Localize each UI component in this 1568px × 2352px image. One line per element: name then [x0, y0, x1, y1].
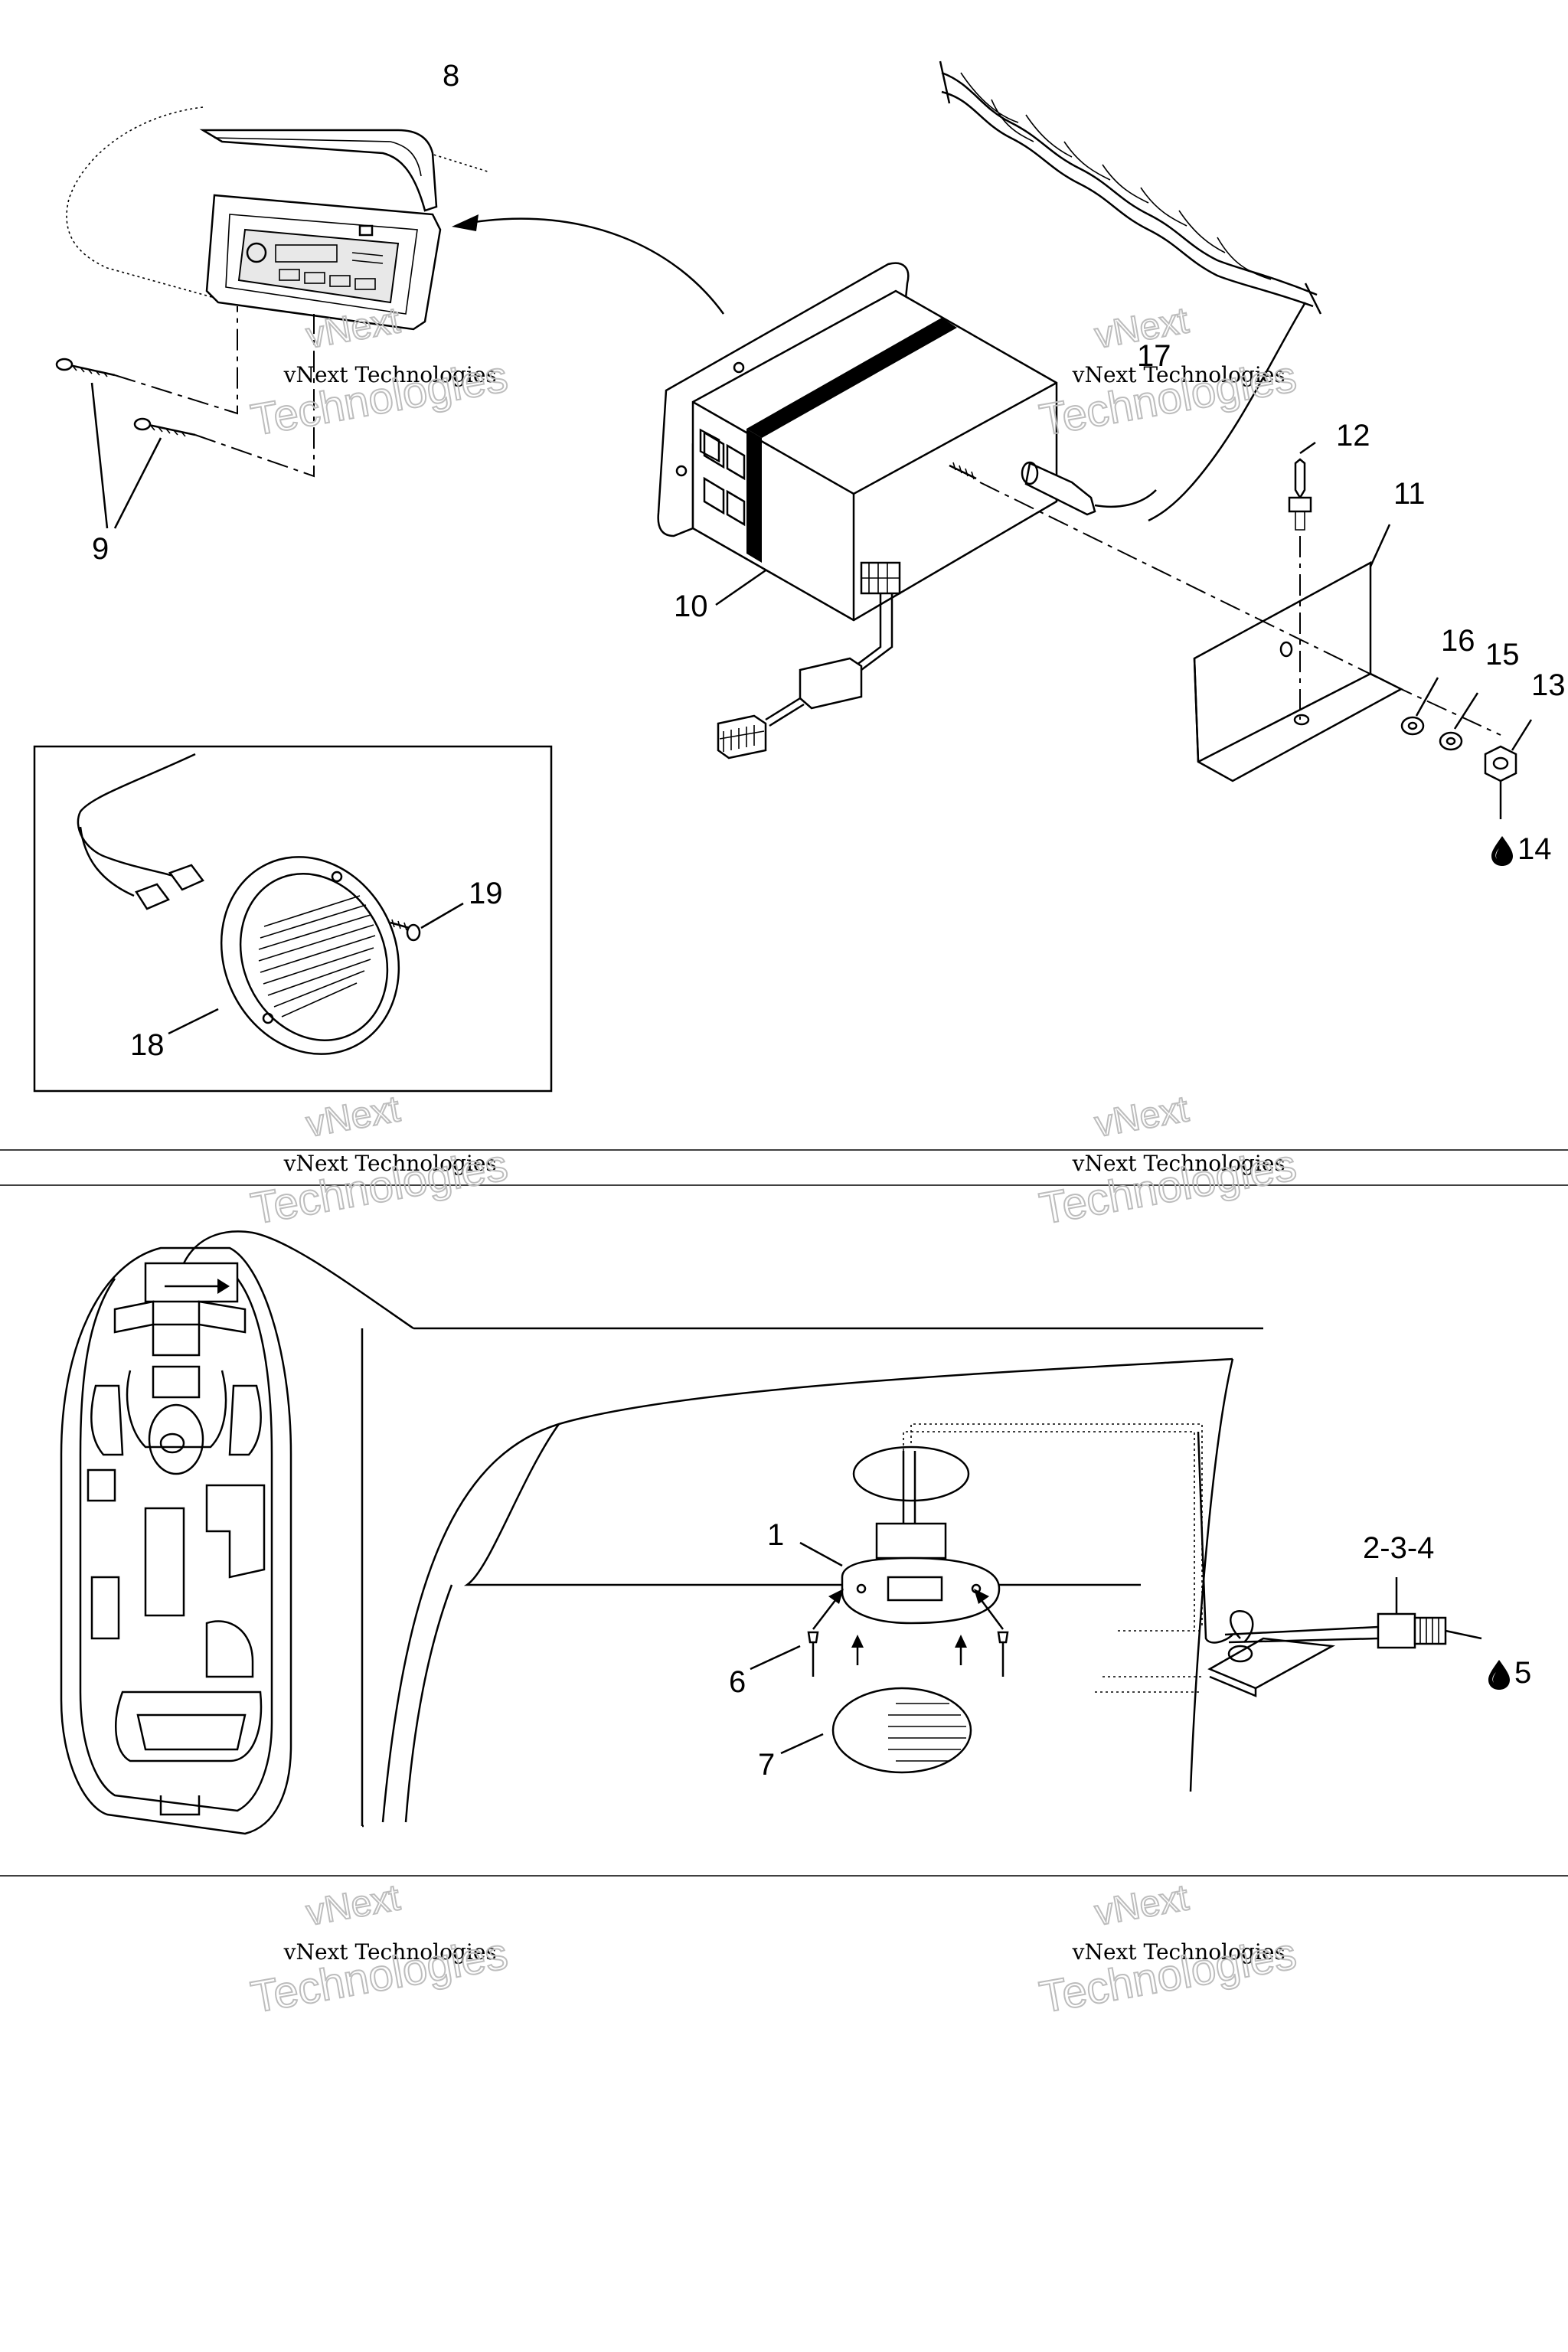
speaker-inset — [33, 745, 553, 1093]
callout-6: 6 — [729, 1665, 746, 1699]
callout-17: 17 — [1137, 339, 1171, 373]
mounting-bracket-11 — [979, 441, 1533, 819]
callout-16: 16 — [1441, 624, 1475, 658]
callout-7: 7 — [758, 1748, 775, 1782]
callout-18: 18 — [130, 1028, 165, 1062]
watermark-block: vNext vNext Technologies Technologies — [247, 1877, 512, 2024]
watermark-vnext-technologies: vNext Technologies — [283, 1151, 497, 1176]
watermark-block: vNext vNext Technologies Technologies — [1035, 299, 1301, 446]
callout-12: 12 — [1336, 419, 1370, 452]
watermark-vnext-technologies: vNext Technologies — [1072, 1151, 1285, 1176]
callout-11: 11 — [1393, 477, 1426, 511]
watermark-vnext-technologies: vNext Technologies — [1072, 1939, 1285, 1965]
screw-assembly-9 — [55, 306, 315, 529]
watermark-vnext-technologies: vNext Technologies — [1072, 362, 1285, 387]
callout-15: 15 — [1485, 638, 1520, 671]
antenna-17 — [939, 60, 1322, 522]
watermark-vnext-technologies: vNext Technologies — [283, 1939, 497, 1965]
watermark-vnext: vNext — [1092, 1877, 1191, 1934]
watermark-vnext: vNext — [303, 1877, 403, 1934]
callout-1: 1 — [767, 1518, 784, 1552]
callout-9: 9 — [92, 532, 109, 566]
watermark-vnext: vNext — [1092, 300, 1191, 357]
callout-19: 19 — [469, 877, 503, 910]
watermark-block: vNext vNext Technologies Technologies — [1035, 1088, 1301, 1235]
drop-icon — [1491, 836, 1513, 866]
drop-icon — [1488, 1660, 1510, 1690]
callout-2-3-4: 2-3-4 — [1363, 1531, 1434, 1565]
callout-8: 8 — [443, 59, 459, 93]
install-arrow — [452, 214, 725, 315]
callout-labels: 8 9 17 12 11 10 16 15 13 14 19 18 1 2-3-… — [92, 59, 1566, 1782]
watermark-block: vNext vNext Technologies Technologies — [247, 1088, 512, 1235]
drop-icons — [1488, 836, 1513, 1690]
watermark-vnext-technologies: vNext Technologies — [283, 362, 497, 387]
radio-cover-assembly — [66, 106, 491, 331]
watermark-vnext: vNext — [1092, 1089, 1191, 1145]
callout-13: 13 — [1531, 668, 1566, 702]
callout-5: 5 — [1514, 1656, 1531, 1690]
callout-14: 14 — [1517, 832, 1552, 866]
watermark-block: vNext vNext Technologies Technologies — [1035, 1877, 1301, 2024]
boat-top-view — [60, 1230, 414, 1835]
radio-unit-10 — [657, 262, 1157, 760]
detail-view — [361, 1327, 1482, 1828]
callout-10: 10 — [674, 590, 708, 623]
watermark-vnext: vNext — [303, 1089, 403, 1145]
section-divider — [0, 1149, 1568, 1877]
